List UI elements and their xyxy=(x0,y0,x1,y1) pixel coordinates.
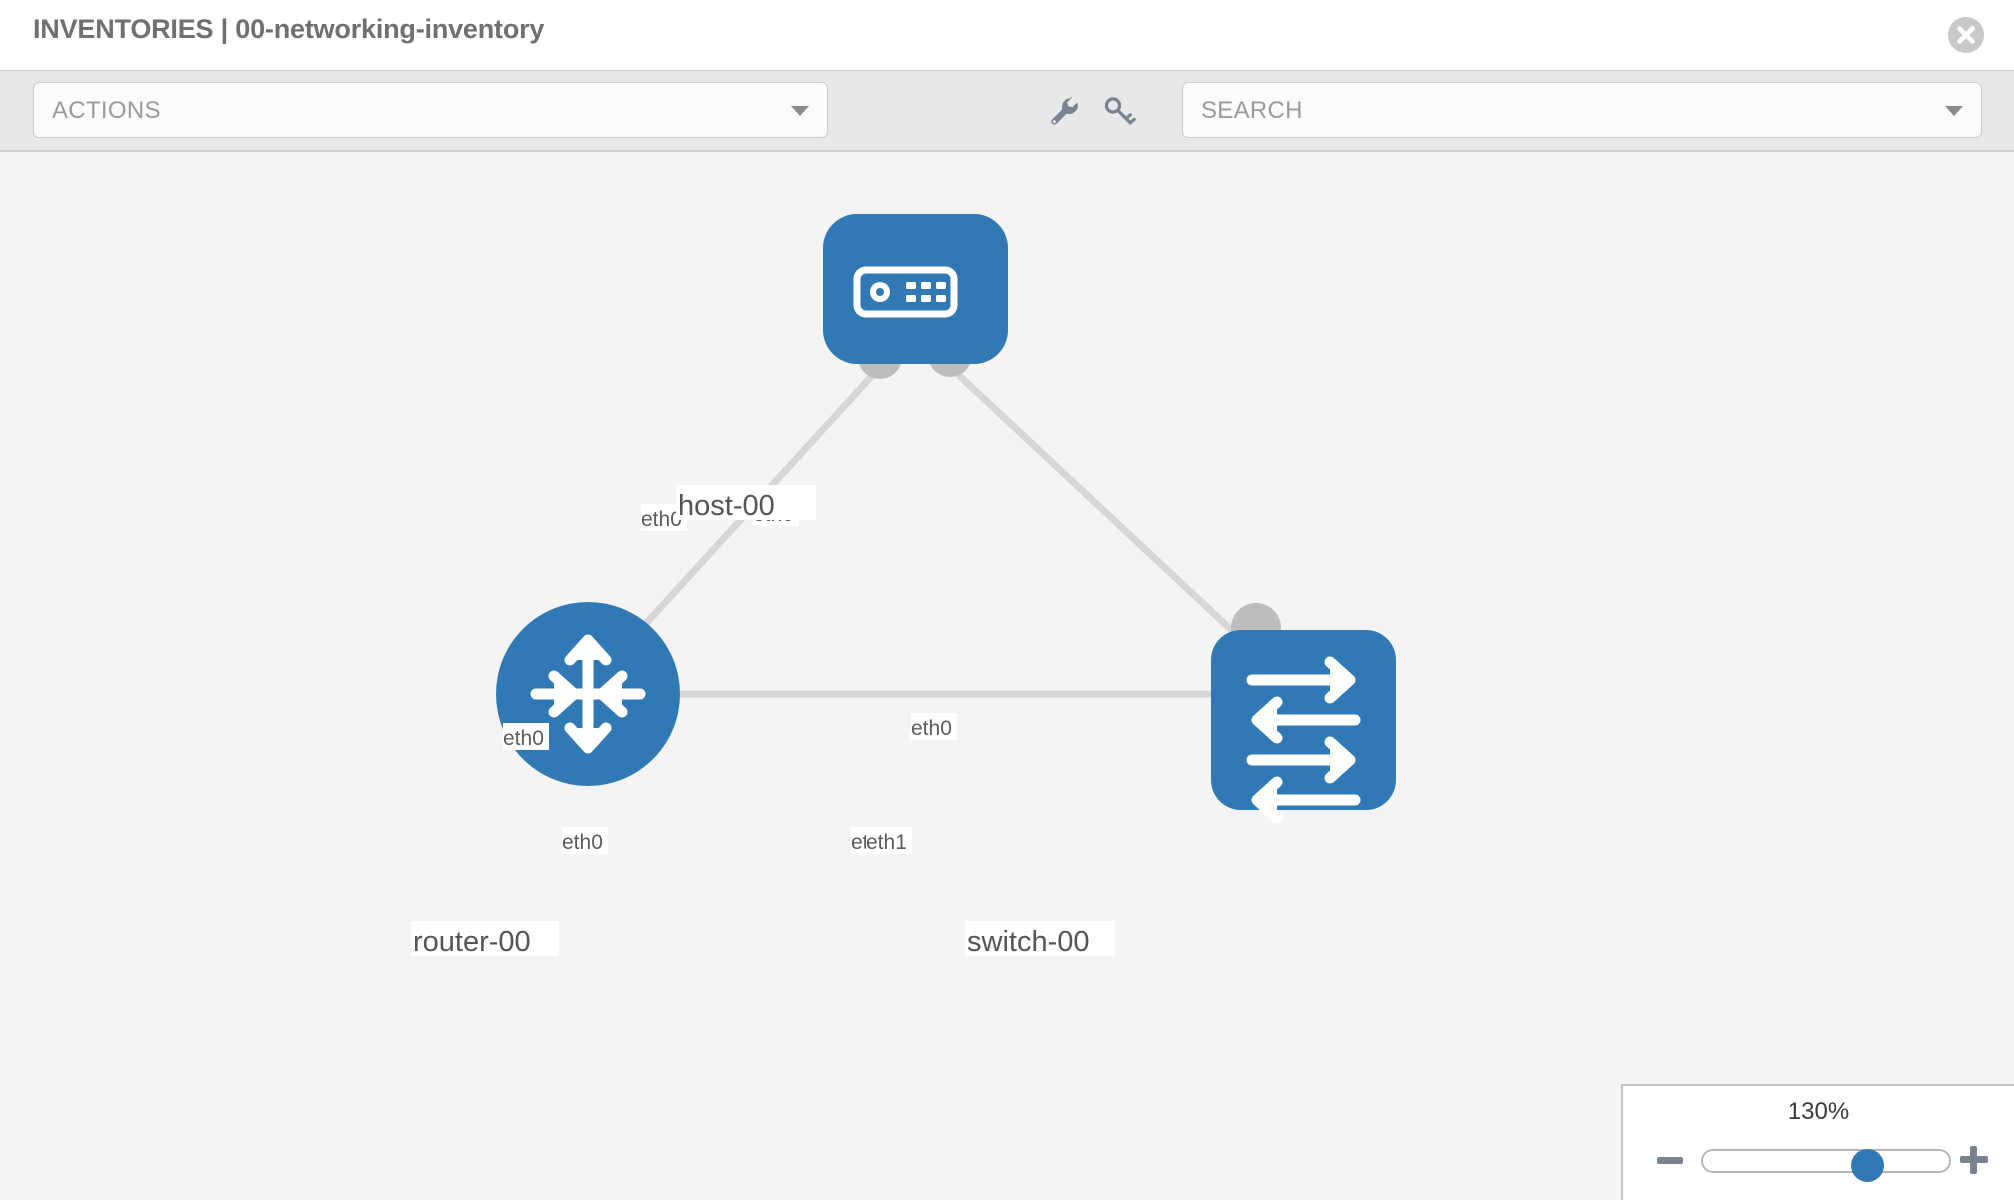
iface-label-router-right: eth0 xyxy=(562,831,603,854)
server-icon xyxy=(853,266,958,318)
toolbar: ACTIONS SEARCH xyxy=(0,70,2014,152)
actions-dropdown[interactable]: ACTIONS xyxy=(33,82,828,138)
node-router-00[interactable] xyxy=(496,602,680,786)
zoom-percent-label: 130% xyxy=(1787,1098,1850,1125)
search-chevron-down-icon[interactable] xyxy=(1945,106,1963,116)
iface-label-router-up: eth0 xyxy=(503,727,544,750)
chevron-down-icon xyxy=(791,106,809,116)
zoom-slider-thumb[interactable] xyxy=(1851,1149,1884,1182)
iface-label-switch-left: eth1 xyxy=(866,831,907,854)
topology-links xyxy=(617,364,1262,698)
node-labels: host-00 router-00 switch-00 xyxy=(411,485,1115,958)
wrench-button[interactable] xyxy=(1046,93,1082,129)
search-input[interactable]: SEARCH xyxy=(1182,82,1982,138)
zoom-slider-row xyxy=(1623,1142,2014,1182)
node-label-host-00: host-00 xyxy=(678,490,775,522)
router-arrows-icon xyxy=(530,634,646,754)
switch-arrows-icon xyxy=(1246,656,1361,824)
search-placeholder: SEARCH xyxy=(1201,97,1303,124)
zoom-out-button[interactable] xyxy=(1657,1157,1683,1164)
topology-graph[interactable]: eth0 eth0 eth0 eth0 eth0 eth0 eth1 host-… xyxy=(0,152,2014,1200)
zoom-control-panel: 130% xyxy=(1621,1084,2014,1200)
page-title: INVENTORIES | 00-networking-inventory xyxy=(33,14,545,44)
zoom-slider-track[interactable] xyxy=(1701,1149,1951,1182)
node-switch-00[interactable] xyxy=(1211,630,1396,824)
node-host-00[interactable] xyxy=(823,214,1008,364)
iface-label-switch-up: eth0 xyxy=(911,717,952,740)
close-icon xyxy=(1948,17,1984,53)
wrench-icon xyxy=(1051,97,1078,125)
zoom-in-button[interactable] xyxy=(1960,1146,1988,1174)
actions-dropdown-label: ACTIONS xyxy=(52,97,161,124)
node-host-00-shape[interactable] xyxy=(823,214,1008,364)
close-button[interactable] xyxy=(1948,17,1984,53)
key-icon xyxy=(1104,97,1136,125)
topology-canvas[interactable]: eth0 eth0 eth0 eth0 eth0 eth0 eth1 host-… xyxy=(0,152,2014,1200)
node-label-switch-00: switch-00 xyxy=(967,926,1090,958)
node-label-router-00: router-00 xyxy=(413,926,531,958)
topology-ports xyxy=(598,333,1285,719)
page-header: INVENTORIES | 00-networking-inventory xyxy=(0,0,2014,70)
iface-label-host-left: eth0 xyxy=(641,508,682,531)
link-host-switch[interactable] xyxy=(947,364,1258,655)
key-button[interactable] xyxy=(1100,93,1136,129)
